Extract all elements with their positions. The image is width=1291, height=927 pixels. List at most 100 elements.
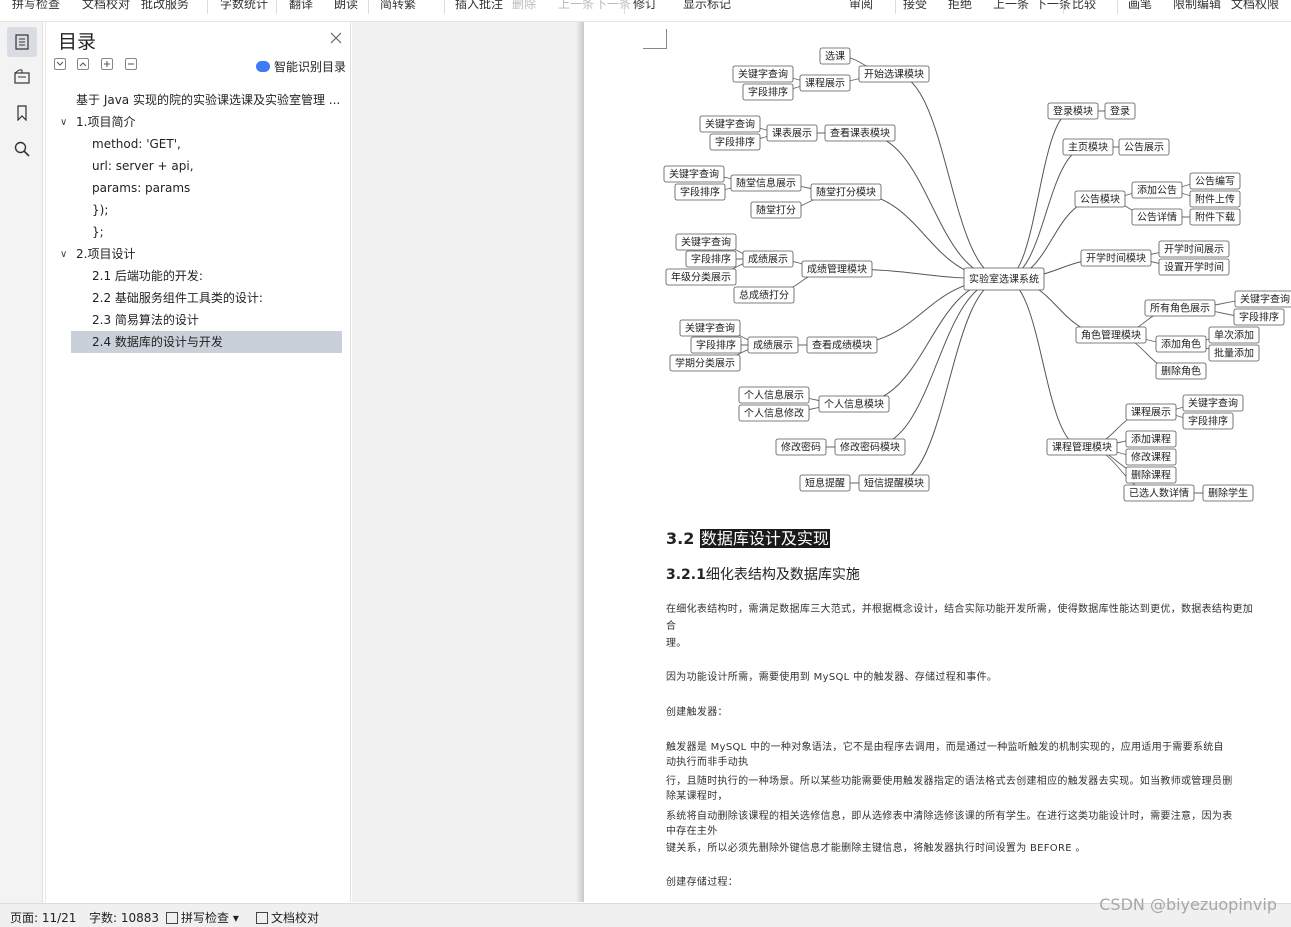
pen-button[interactable]: 画笔 (1128, 0, 1153, 11)
mindmap-node-box (858, 65, 930, 83)
status-bar: 页面: 11/21 字数: 10883 拼写检查 ▾ 文档校对 (0, 903, 1291, 927)
mindmap-node: 开学时间展示 (1164, 243, 1224, 256)
mindmap-node-box (742, 83, 794, 101)
toc-item[interactable]: 2.2 基础服务组件工具类的设计: (92, 291, 263, 305)
paragraph-line: 在细化表结构时，需满足数据库三大范式，并根据概念设计，结合实际功能开发所需，使得… (666, 604, 1254, 615)
track-changes-button[interactable]: 修订 (633, 0, 658, 11)
restrict-edit-button[interactable]: 限制编辑 (1173, 0, 1222, 11)
word-count-button[interactable]: 字数统计 (220, 0, 269, 11)
toc-item[interactable]: url: server + api, (92, 159, 194, 173)
mindmap-node: 删除学生 (1208, 487, 1248, 500)
toc-item-title[interactable]: 基于 Java 实现的院的实验课选课及实验室管理 ... (76, 93, 341, 107)
mindmap-node-box (775, 438, 827, 456)
insert-comment-button[interactable]: 插入批注 (455, 0, 504, 11)
paragraph-line: 除某课程时， (666, 791, 728, 802)
toc-item-design[interactable]: 2.项目设计 (76, 247, 136, 261)
toc-item[interactable]: }); (92, 203, 109, 217)
page-shadow (576, 22, 584, 902)
outline-icon[interactable] (7, 27, 37, 57)
mindmap-node-box (1189, 190, 1241, 208)
prev-comment-button[interactable]: 上一条 (558, 0, 595, 11)
toc-item[interactable]: params: params (92, 181, 191, 195)
mindmap-node-box (685, 250, 737, 268)
chevron-down-icon[interactable]: ∨ (60, 117, 68, 128)
ai-icon (256, 61, 270, 72)
review-button[interactable]: 审阅 (849, 0, 874, 11)
spell-check-status[interactable]: 拼写检查 ▾ (166, 909, 239, 926)
toc-item[interactable]: }; (92, 225, 104, 239)
mindmap-node: 公告模块 (1080, 193, 1120, 206)
simp-to-trad-button[interactable]: 简转繁 (380, 0, 417, 11)
mindmap-node: 登录模块 (1053, 105, 1093, 118)
delete-comment-button[interactable]: 删除 (512, 0, 537, 11)
mindmap-node-box (1062, 138, 1114, 156)
mindmap-node: 添加公告 (1137, 184, 1177, 197)
mindmap-node-box (1189, 172, 1241, 190)
mindmap-node: 删除课程 (1131, 469, 1171, 482)
proofread-status[interactable]: 文档校对 (256, 909, 319, 926)
mindmap-node: 随堂打分 (756, 204, 796, 217)
add-heading-icon[interactable] (101, 58, 113, 70)
proofread-icon (256, 912, 268, 924)
doc-permission-button[interactable]: 文档权限 (1231, 0, 1280, 11)
mindmap-node-box (1182, 394, 1244, 412)
read-aloud-button[interactable]: 朗读 (334, 0, 359, 11)
mindmap-node-box (1118, 138, 1170, 156)
review-service-button[interactable]: 批改服务 (141, 0, 190, 11)
check-icon (166, 912, 178, 924)
expand-all-icon[interactable] (77, 58, 89, 70)
mindmap-node-box (679, 319, 741, 337)
mindmap-node: 课程管理模块 (1052, 441, 1112, 454)
mindmap-edge (893, 73, 1005, 280)
toc-item-selected[interactable]: 2.4 数据库的设计与开发 (71, 331, 342, 353)
mindmap-node: 设置开学时间 (1164, 261, 1224, 274)
toc-item-intro[interactable]: 1.项目简介 (76, 115, 136, 129)
chevron-down-icon[interactable]: ∨ (60, 249, 68, 260)
mindmap-node-box (730, 174, 802, 192)
accept-button[interactable]: 接受 (903, 0, 928, 11)
mindmap-node-box (1074, 190, 1126, 208)
mindmap-edge (1003, 146, 1089, 280)
page-indicator[interactable]: 页面: 11/21 (10, 911, 77, 925)
next-comment-button[interactable]: 下一条 (595, 0, 632, 11)
mindmap-node: 成绩管理模块 (807, 263, 867, 276)
bookmark-icon[interactable] (7, 98, 37, 128)
mindmap-node: 查看课表模块 (830, 127, 890, 140)
toc-item[interactable]: method: 'GET', (92, 137, 181, 151)
toc-item[interactable]: 2.3 简易算法的设计 (92, 313, 199, 327)
next-change-button[interactable]: 下一条 (1035, 0, 1072, 11)
mindmap-edge (893, 278, 1005, 484)
toc-title: 目录 (58, 31, 97, 53)
mindmap-node: 短信提醒模块 (864, 477, 924, 490)
doc-proofread-button[interactable]: 文档校对 (82, 0, 131, 11)
mindmap-node: 单次添加 (1214, 329, 1254, 342)
prev-change-button[interactable]: 上一条 (993, 0, 1030, 11)
toc-item[interactable]: 2.1 后端功能的开发: (92, 269, 203, 283)
search-icon[interactable] (7, 134, 37, 164)
mindmap-node-box (801, 260, 873, 278)
mindmap-node: 字段排序 (691, 253, 731, 266)
mindmap-node-box (799, 74, 851, 92)
mindmap-node-box (1208, 344, 1260, 362)
mindmap-node-box (1144, 299, 1216, 317)
mindmap-node: 学期分类展示 (675, 357, 735, 370)
reject-button[interactable]: 拒绝 (948, 0, 973, 11)
word-count[interactable]: 字数: 10883 (89, 911, 160, 925)
mindmap-node-box (1047, 102, 1099, 120)
mindmap-node-box (1125, 403, 1177, 421)
mindmap-node-box (810, 183, 882, 201)
mindmap-node: 短息提醒 (805, 477, 845, 490)
spell-check-button[interactable]: 拼写检查 (12, 0, 61, 11)
collapse-all-icon[interactable] (54, 58, 66, 70)
smart-toc-button[interactable]: 智能识别目录 (256, 58, 346, 75)
mindmap-node: 成绩展示 (753, 339, 793, 352)
compare-button[interactable]: 比较 (1072, 0, 1097, 11)
mindmap-node-box (1075, 326, 1147, 344)
show-markup-button[interactable]: 显示标记 (683, 0, 732, 11)
close-icon[interactable] (329, 31, 343, 45)
remove-heading-icon[interactable] (125, 58, 137, 70)
mindmap-node-box (799, 474, 851, 492)
mindmap-node-box (665, 268, 737, 286)
navigation-icon[interactable] (7, 62, 37, 92)
translate-button[interactable]: 翻译 (289, 0, 314, 11)
